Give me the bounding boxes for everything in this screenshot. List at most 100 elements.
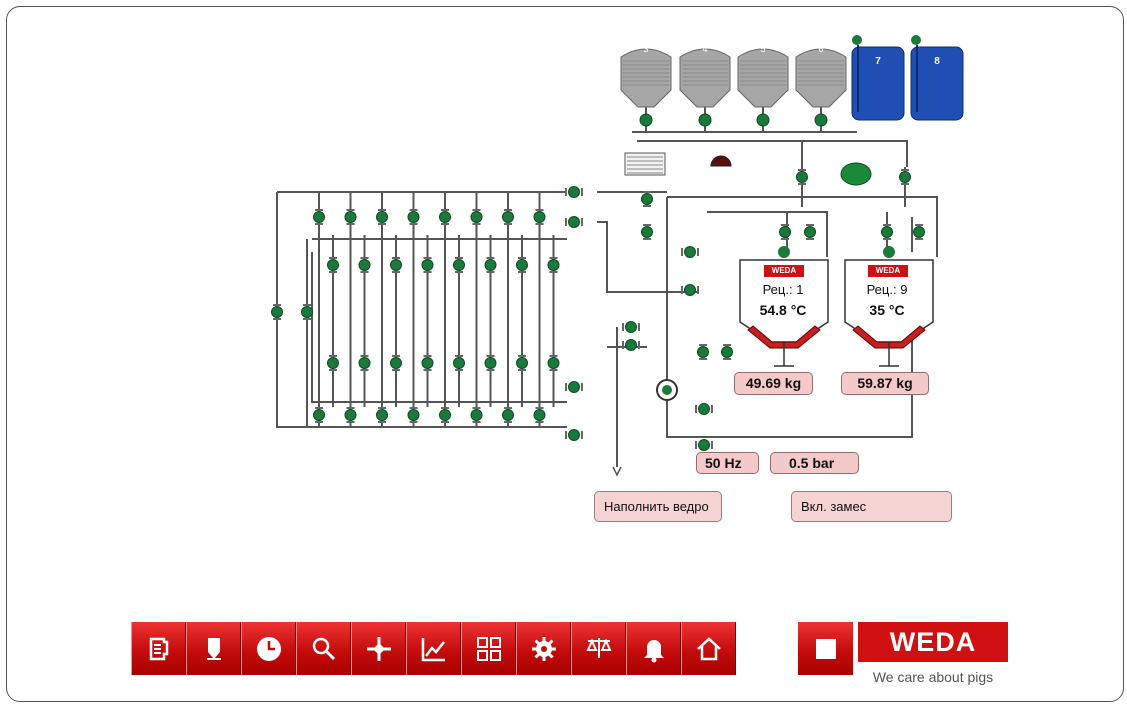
silo-label: 4: [702, 44, 707, 54]
valve: [697, 346, 709, 358]
valve: [899, 171, 911, 183]
valve-body: [681, 286, 699, 294]
search-button[interactable]: [296, 622, 351, 675]
valve-body: [360, 257, 369, 273]
silo-body: [795, 48, 847, 108]
mixer-scale-frame: [852, 325, 926, 349]
home-button[interactable]: [681, 622, 736, 675]
valve: [779, 226, 791, 238]
valve-body: [565, 218, 583, 226]
mixer-1-weight: 49.69 kg: [734, 372, 813, 395]
timers-button[interactable]: [241, 622, 296, 675]
valve-body: [643, 224, 651, 240]
silos-button[interactable]: [186, 622, 241, 675]
valve-body: [346, 209, 355, 225]
valve: [358, 259, 371, 271]
tank-8: 8: [910, 45, 964, 121]
mixer-2-temperature: 35 °C: [869, 302, 905, 318]
valve: [684, 246, 696, 258]
tank-label: 7: [875, 56, 881, 67]
valve-body: [565, 431, 583, 439]
level-sensor: [840, 162, 872, 186]
valve-body: [441, 209, 449, 225]
valve-body: [486, 355, 495, 371]
valve: [568, 216, 580, 228]
trends-button[interactable]: [406, 622, 461, 675]
pipe: [597, 191, 697, 293]
valve-body: [315, 209, 323, 225]
valve: [547, 259, 560, 271]
valve-body: [346, 407, 355, 423]
settings-button[interactable]: [516, 622, 571, 675]
valve: [439, 409, 451, 421]
valve: [721, 346, 733, 358]
tank-7: 7: [851, 45, 905, 121]
brand-slogan: We care about pigs: [858, 662, 1008, 692]
valve-body: [549, 355, 558, 371]
valves-button[interactable]: [351, 622, 406, 675]
pump-pressure: 0.5 bar: [770, 452, 859, 474]
tank-valve: [852, 35, 862, 45]
valve: [453, 357, 465, 369]
valve-body: [441, 407, 449, 423]
tank-label: 8: [934, 56, 940, 67]
valve-body: [392, 355, 400, 371]
valve: [568, 429, 580, 441]
mixer-2-recipe: Рец.: 9: [866, 282, 908, 297]
drain-arrow: [612, 466, 622, 477]
valve: [407, 211, 420, 223]
valve-body: [504, 209, 512, 225]
layout-button[interactable]: [461, 622, 516, 675]
valve: [804, 226, 816, 238]
valve-body: [565, 383, 583, 391]
valve-body: [518, 257, 526, 273]
valve-body: [915, 224, 923, 240]
valve: [470, 211, 483, 223]
valve-body: [472, 209, 481, 225]
valve: [376, 409, 388, 421]
tank-valve: [911, 35, 921, 45]
mixer-1-temperature: 54.8 °C: [759, 302, 807, 318]
valve: [516, 259, 528, 271]
grid-icon: [476, 636, 501, 661]
pipe: [311, 238, 567, 403]
valve-body: [518, 355, 526, 371]
valve-body: [486, 257, 495, 273]
valve: [484, 259, 497, 271]
valve: [796, 171, 808, 183]
valve-body: [643, 191, 651, 207]
valve-body: [549, 257, 558, 273]
valve-body: [622, 323, 640, 331]
valve-body: [535, 407, 544, 423]
valve: [327, 357, 339, 369]
stop-icon: [815, 638, 836, 659]
fill-bucket-button[interactable]: Наполнить ведро: [594, 491, 722, 522]
valve: [344, 211, 357, 223]
valve: [453, 259, 465, 271]
start-mixing-button[interactable]: Вкл. замес: [791, 491, 952, 522]
recipes-button[interactable]: [131, 622, 186, 675]
valve: [625, 339, 637, 351]
valve-body: [781, 224, 789, 240]
valve: [641, 226, 653, 238]
silo-body: [737, 48, 789, 108]
alarms-button[interactable]: [626, 622, 681, 675]
silo-label: 3: [643, 44, 648, 54]
stop-button[interactable]: [798, 622, 853, 675]
silo-3: 3: [620, 44, 672, 108]
brand-logo: WEDA We care about pigs: [858, 622, 1008, 692]
scales-button[interactable]: [571, 622, 626, 675]
silo-valve: [756, 113, 770, 127]
valve-body: [303, 304, 311, 320]
valve: [439, 211, 451, 223]
valve: [516, 357, 528, 369]
valve: [698, 403, 710, 415]
silo-6: 6: [795, 44, 847, 108]
silo-valve: [639, 113, 653, 127]
valve-body: [329, 355, 337, 371]
silo-4: 4: [679, 44, 731, 108]
gear-icon: [531, 636, 556, 661]
silo-icon: [206, 637, 221, 660]
